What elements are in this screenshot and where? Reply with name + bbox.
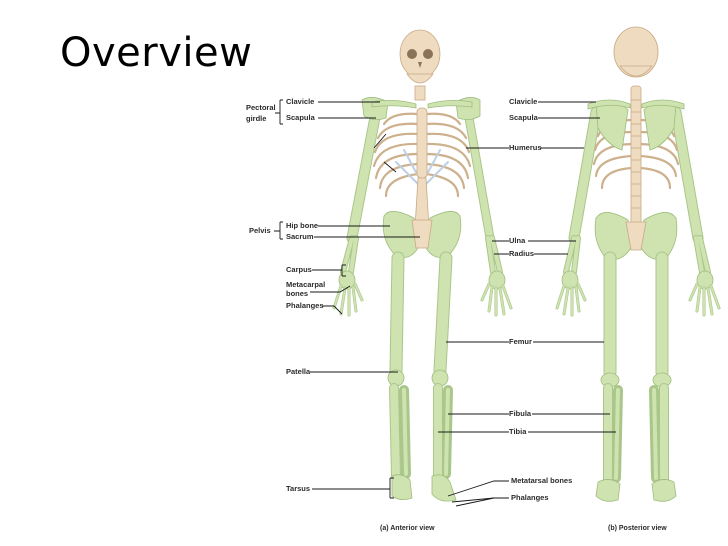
- caption-anterior: (a) Anterior view: [380, 525, 435, 532]
- label-scapula-anterior: Scapula: [286, 113, 316, 122]
- anterior-clavicle-left: [371, 100, 417, 109]
- anterior-labels: Pectoral girdle Clavicle Scapula Pelvis …: [246, 97, 420, 499]
- label-phalanges-posterior: Phalanges: [511, 493, 549, 502]
- label-sacrum: Sacrum: [286, 232, 314, 241]
- anterior-clavicle-right: [427, 100, 473, 109]
- anterior-rib-cage: [372, 107, 472, 198]
- posterior-scapula-left: [595, 102, 629, 151]
- label-femur: Femur: [509, 337, 532, 346]
- label-radius: Radius: [509, 249, 534, 258]
- anterior-skull: [399, 29, 441, 101]
- label-phalanges-anterior: Phalanges: [286, 301, 324, 310]
- posterior-clavicle-right: [641, 99, 685, 110]
- label-metacarpal-2: bones: [286, 289, 308, 298]
- label-scapula-posterior: Scapula: [509, 113, 539, 122]
- label-pelvis: Pelvis: [249, 226, 271, 235]
- posterior-pelvis: [594, 212, 678, 260]
- label-pectoral-girdle-1: Pectoral: [246, 103, 276, 112]
- label-ulna: Ulna: [509, 236, 526, 245]
- label-patella: Patella: [286, 367, 311, 376]
- label-metatarsal: Metatarsal bones: [511, 476, 572, 485]
- label-tibia: Tibia: [509, 427, 527, 436]
- label-humerus: Humerus: [509, 143, 542, 152]
- posterior-skeleton: [555, 26, 721, 502]
- caption-posterior: (b) Posterior view: [608, 525, 667, 532]
- posterior-legs: [595, 251, 677, 502]
- label-tarsus: Tarsus: [286, 484, 310, 493]
- posterior-clavicle-left: [587, 99, 631, 110]
- posterior-labels: Clavicle Scapula Humerus Ulna Radius Fem…: [438, 97, 616, 507]
- label-metacarpal-1: Metacarpal: [286, 280, 325, 289]
- slide-title: Overview: [60, 30, 253, 76]
- posterior-spine: [630, 85, 642, 229]
- label-pectoral-girdle-2: girdle: [246, 114, 266, 123]
- anterior-skeleton: [332, 29, 513, 502]
- posterior-skull: [613, 26, 659, 78]
- posterior-scapula-right: [643, 102, 677, 151]
- label-hip-bone: Hip bone: [286, 221, 318, 230]
- label-clavicle-posterior: Clavicle: [509, 97, 537, 106]
- label-carpus: Carpus: [286, 265, 312, 274]
- label-fibula: Fibula: [509, 409, 532, 418]
- posterior-arms: [555, 106, 721, 317]
- anterior-legs: [387, 251, 457, 502]
- anterior-pelvis: [382, 211, 462, 258]
- label-clavicle-anterior: Clavicle: [286, 97, 314, 106]
- anterior-arms: [332, 106, 513, 317]
